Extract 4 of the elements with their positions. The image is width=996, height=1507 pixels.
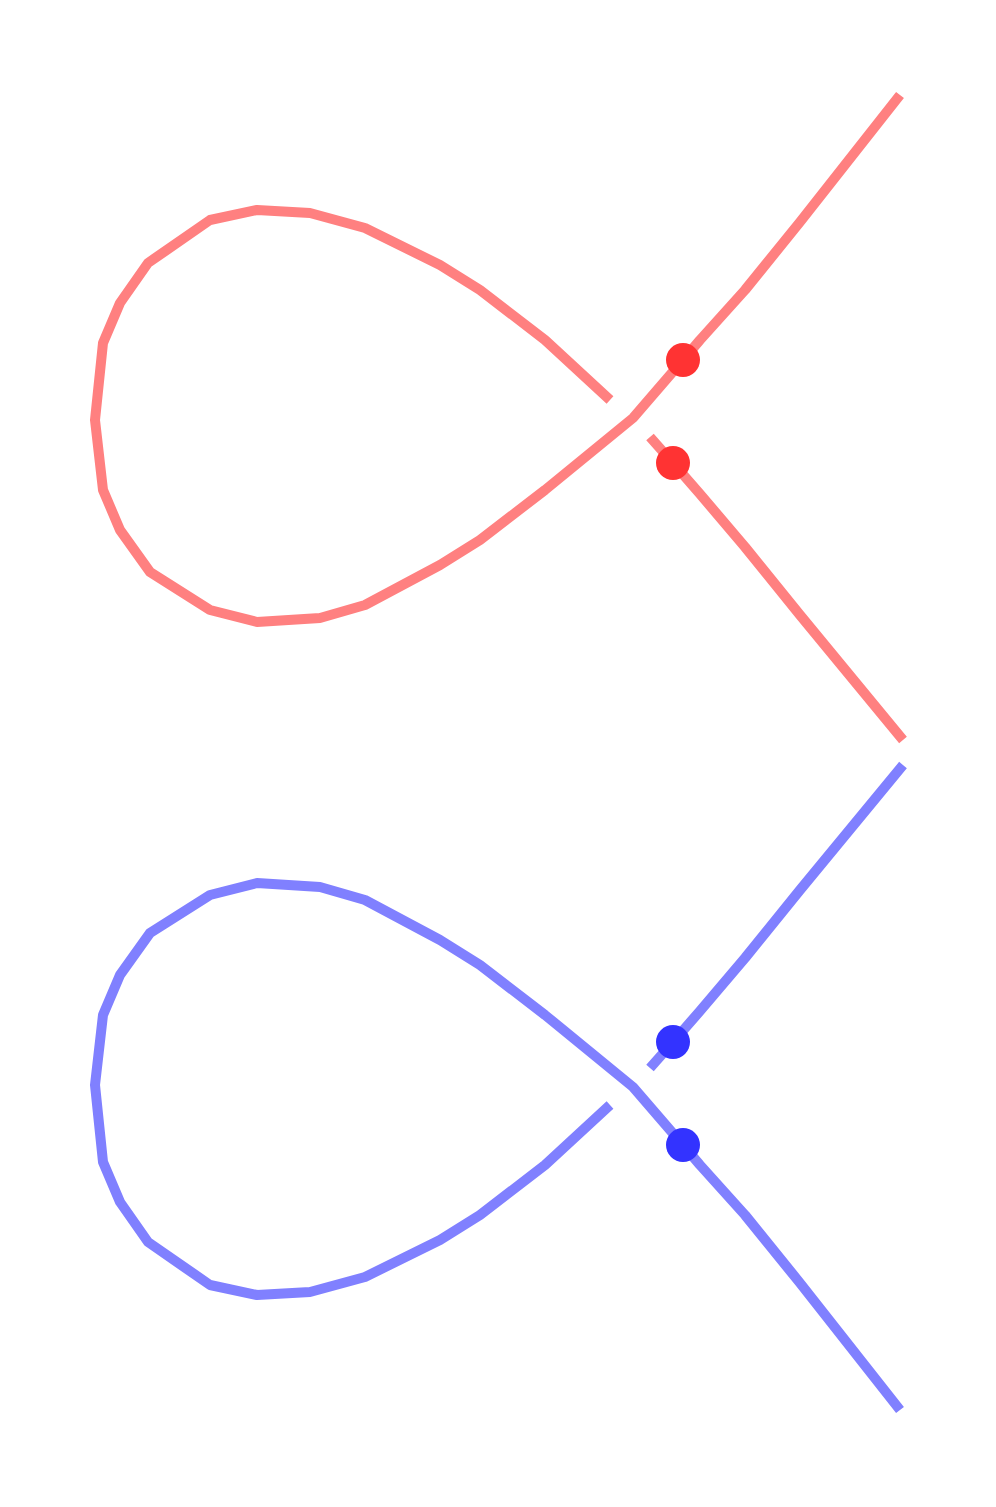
point-marker [656, 1025, 690, 1059]
point-marker [666, 343, 700, 377]
point-marker [666, 1128, 700, 1162]
point-marker [656, 446, 690, 480]
